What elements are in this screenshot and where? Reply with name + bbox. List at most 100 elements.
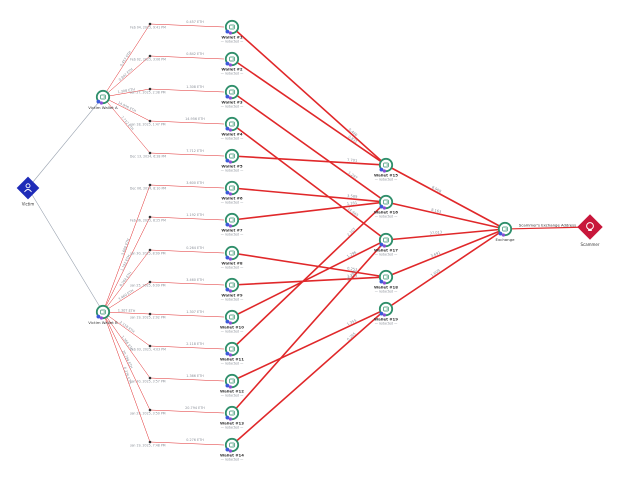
victim-tx-amount: 0.842 ETH (118, 67, 134, 82)
wallet-node-w7[interactable]: Wallet #7— redacted — (221, 212, 244, 237)
wallet-node-w19[interactable]: Wallet #19— redacted — (374, 301, 398, 326)
wallet-node-w1[interactable]: Wallet #1— redacted — (221, 19, 244, 44)
victim-node[interactable]: Victim (16, 176, 40, 207)
wallet-label: Wallet #9 (221, 293, 243, 298)
wallet-node-w8[interactable]: Wallet #8— redacted — (221, 245, 244, 270)
edge-victim-to-vb[interactable] (27, 187, 104, 313)
edge-w9-to-w18-label: 3.449 (347, 274, 358, 279)
edge-w10-to-w17[interactable] (231, 239, 387, 318)
wallet-label: Wallet #14 (220, 453, 244, 458)
victim-tx-amount: 1.366 ETH (121, 335, 135, 352)
wallet-sub-label: — redacted — (375, 322, 398, 326)
edge-w18-to-exchange[interactable] (385, 228, 506, 278)
wallet-node-w18[interactable]: Wallet #18— redacted — (374, 269, 398, 294)
wallet-icon (229, 153, 235, 159)
edge-w7-to-w16[interactable] (231, 201, 387, 221)
token-badge-icon (228, 321, 232, 325)
wallet-icon (229, 89, 235, 95)
chain-badge-icon (225, 351, 230, 356)
wallet-node-exchange[interactable]: Exchange (495, 221, 515, 242)
token-badge-icon (228, 224, 232, 228)
tx-date-w8: Jan 30, 2025, 8:09 PM (130, 252, 166, 256)
chain-badge-icon (225, 255, 230, 260)
edge-w9-to-w18[interactable] (231, 276, 387, 286)
wallet-icon-dot (232, 348, 234, 350)
wallet-label: Wallet #16 (374, 210, 398, 215)
wallet-sub-label: — redacted — (221, 40, 244, 44)
chain-badge-icon (225, 319, 230, 324)
edge-w3-to-w16[interactable] (231, 91, 387, 203)
tx-knot-dot (148, 54, 152, 58)
wallet-ring (224, 180, 240, 196)
edge-vb-to-w6[interactable] (102, 184, 225, 313)
wallet-icon-dot (386, 239, 388, 241)
wallet-node-w13[interactable]: Wallet #13— redacted — (220, 405, 244, 430)
edge-w3-to-w16-label: 1.297 (347, 171, 358, 180)
tx-knot-dot (148, 440, 152, 444)
edge-w12-to-w19[interactable] (231, 308, 387, 382)
edge-w11-to-w16-label: 2.107 (346, 227, 356, 237)
edge-w14-to-w19[interactable] (231, 308, 387, 446)
wallet-node-va[interactable]: Victim Wallet A (88, 89, 118, 110)
edge-w13-to-w17[interactable] (231, 239, 387, 414)
edge-w8-to-w18[interactable] (231, 252, 387, 278)
wallet-icon-dot (386, 201, 388, 203)
edge-w14-to-w19-label: 0.265 (346, 332, 356, 342)
tx-date-w5: Dec 13, 2024, 6:28 PM (130, 155, 166, 159)
edge-w19-to-exchange[interactable] (385, 228, 506, 310)
wallet-sub-label: — redacted — (221, 426, 244, 430)
wallet-node-w12[interactable]: Wallet #12— redacted — (220, 373, 244, 398)
edge-w19-to-exchange-label: 1.609 (430, 268, 441, 277)
edge-exchange-to-scammer[interactable] (504, 226, 591, 230)
wallet-label: Wallet #18 (374, 285, 398, 290)
wallet-node-w2[interactable]: Wallet #2— redacted — (221, 51, 244, 76)
edge-victim-to-va[interactable] (27, 96, 104, 189)
wallet-icon-dot (232, 187, 234, 189)
edge-w5-to-w15[interactable] (231, 155, 387, 166)
wallet-node-w6[interactable]: Wallet #6— redacted — (221, 180, 244, 205)
edge-w16-to-exchange[interactable] (385, 201, 506, 230)
person-icon-body (24, 189, 32, 193)
tx-knot-dot (148, 312, 152, 316)
edge-w6-to-w16[interactable] (231, 187, 387, 203)
edge-w15-to-exchange[interactable] (385, 164, 506, 230)
scammer-node[interactable]: Scammer (577, 214, 603, 247)
wallet-node-w4[interactable]: Wallet #4— redacted — (221, 116, 244, 141)
scammer-diamond (577, 214, 603, 240)
tx-date-w10: Jan 19, 2025, 2:02 PM (130, 316, 166, 320)
victim-tx-amount: 3.600 ETH (121, 238, 131, 256)
wallet-label: Wallet #7 (221, 228, 243, 233)
edge-w11-to-w16[interactable] (231, 201, 387, 350)
edge-w17-to-exchange[interactable] (385, 228, 506, 241)
wallet-node-w14[interactable]: Wallet #14— redacted — (220, 437, 244, 462)
wallet-icon-dot (103, 311, 105, 313)
wallet-sub-label: — redacted — (375, 178, 398, 182)
wallet-sub-label: — redacted — (221, 266, 244, 270)
edge-w4-to-w17[interactable] (231, 123, 387, 241)
token-badge-icon (228, 257, 232, 261)
wallet-node-w10[interactable]: Wallet #10— redacted — (220, 309, 244, 334)
scammer-exchange-address-label: Scammer's Exchange Address (519, 223, 576, 228)
token-badge-icon (228, 63, 232, 67)
chain-badge-icon (379, 242, 384, 247)
wallet-ring (224, 437, 240, 453)
tx-amount-w4: 14.956 ETH (185, 117, 205, 121)
token-badge-icon (228, 160, 232, 164)
edge-w1-to-w15[interactable] (231, 26, 387, 166)
wallet-ring (95, 304, 111, 320)
wallet-icon-dot (232, 316, 234, 318)
tx-date-w2: Feb 02, 2025, 3:06 PM (130, 58, 166, 62)
wallet-node-w15[interactable]: Wallet #15— redacted — (374, 157, 398, 182)
wallet-node-w16[interactable]: Wallet #16— redacted — (374, 194, 398, 219)
wallet-node-w17[interactable]: Wallet #17— redacted — (374, 232, 398, 257)
wallet-node-w5[interactable]: Wallet #5— redacted — (221, 148, 244, 173)
edge-w2-to-w15[interactable] (231, 58, 387, 166)
tx-amount-w5: 7.712 ETH (186, 149, 204, 153)
wallet-node-w9[interactable]: Wallet #9— redacted — (221, 277, 244, 302)
wallet-node-w3[interactable]: Wallet #3— redacted — (221, 84, 244, 109)
wallet-node-w11[interactable]: Wallet #11— redacted — (220, 341, 244, 366)
token-badge-icon (228, 449, 232, 453)
wallet-icon-dot (232, 123, 234, 125)
wallet-node-vb[interactable]: Victim Wallet B (88, 304, 118, 325)
